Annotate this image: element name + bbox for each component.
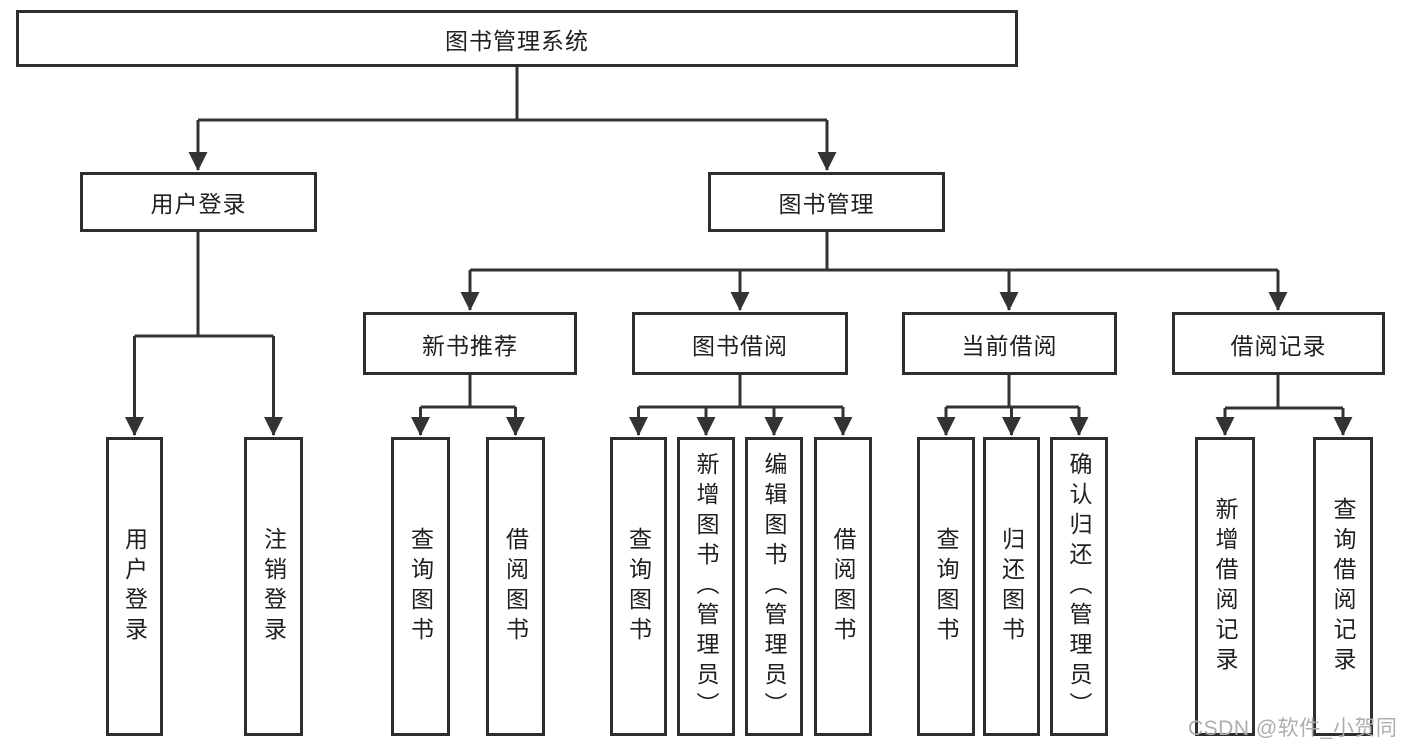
- leaf-return-book: 归还图书: [983, 437, 1040, 736]
- leaf-borrow-books-2: 借阅图书: [814, 437, 872, 736]
- leaf-add-borrow-record: 新增借阅记录: [1195, 437, 1255, 736]
- node-new-book-recommend: 新书推荐: [363, 312, 577, 375]
- node-root: 图书管理系统: [16, 10, 1018, 67]
- leaf-query-books-1: 查询图书: [391, 437, 450, 736]
- leaf-add-book-admin: 新增图书（管理员）: [677, 437, 735, 736]
- leaf-logout: 注销登录: [244, 437, 303, 736]
- node-user-login: 用户登录: [80, 172, 317, 232]
- leaf-edit-book-admin: 编辑图书（管理员）: [745, 437, 803, 736]
- leaf-query-books-3: 查询图书: [917, 437, 975, 736]
- leaf-confirm-return-admin: 确认归还（管理员）: [1050, 437, 1108, 736]
- leaf-user-login: 用户登录: [106, 437, 163, 736]
- leaf-query-borrow-record: 查询借阅记录: [1313, 437, 1373, 736]
- node-book-borrow: 图书借阅: [632, 312, 848, 375]
- node-current-borrow: 当前借阅: [902, 312, 1117, 375]
- leaf-borrow-books-1: 借阅图书: [486, 437, 545, 736]
- leaf-query-books-2: 查询图书: [610, 437, 667, 736]
- csdn-watermark: CSDN @软件_小贺同学: [1188, 717, 1398, 740]
- node-book-management: 图书管理: [708, 172, 945, 232]
- node-borrow-records: 借阅记录: [1172, 312, 1385, 375]
